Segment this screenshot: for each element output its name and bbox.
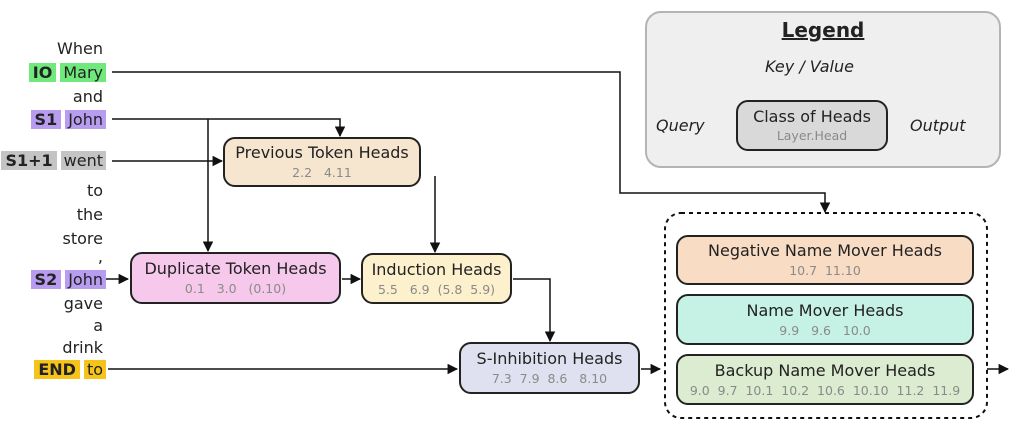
token-label-s1: S1 <box>30 110 62 129</box>
name-mover-group-box <box>664 212 988 419</box>
token-gave: gave <box>61 294 106 313</box>
token-label-s2: S2 <box>30 270 62 289</box>
token-text-to: to <box>83 360 106 379</box>
node-heads: 9.0 9.7 10.1 10.2 10.6 10.10 11.2 11.9 <box>689 382 961 398</box>
token-label-s1p1: S1+1 <box>1 151 57 170</box>
token-text: the <box>76 205 103 224</box>
node-heads: 7.3 7.9 8.6 8.10 <box>491 371 608 386</box>
node-s-inhibition-heads: S-Inhibition Heads 7.3 7.9 8.6 8.10 <box>459 342 640 394</box>
node-title: Previous Token Heads <box>235 143 409 162</box>
legend-node-title: Class of Heads <box>753 107 871 126</box>
token-label-io: IO <box>28 63 57 82</box>
node-negative-name-mover-heads: Negative Name Mover Heads 10.7 11.10 <box>676 235 974 285</box>
node-name-mover-heads: Name Mover Heads 9.9 9.6 10.0 <box>676 294 974 345</box>
token-when: When <box>54 39 106 58</box>
node-heads: 9.9 9.6 10.0 <box>779 322 871 338</box>
token-text-john: John <box>65 110 106 129</box>
legend-title: Legend <box>781 18 865 42</box>
token-text-went: went <box>60 151 106 170</box>
token-text: and <box>72 87 103 106</box>
legend-key-value: Key / Value <box>765 57 854 76</box>
token-drink: drink <box>59 338 106 357</box>
legend-node-class-of-heads: Class of Heads Layer.Head <box>736 100 888 151</box>
token-text: When <box>57 39 103 58</box>
token-and: and <box>70 87 106 106</box>
token-the: the <box>74 205 106 224</box>
edge-s1-to-previous-token <box>112 118 346 138</box>
node-heads: 10.7 11.10 <box>789 263 861 278</box>
token-text-john: John <box>65 270 106 289</box>
node-duplicate-token-heads: Duplicate Token Heads 0.1 3.0 (0.10) <box>130 252 341 304</box>
node-heads: 0.1 3.0 (0.10) <box>184 281 287 296</box>
token-text: drink <box>62 338 103 357</box>
node-title: Negative Name Mover Heads <box>708 241 942 260</box>
node-title: Name Mover Heads <box>746 300 904 320</box>
edge-induction-to-s-inhibition <box>513 278 556 343</box>
edge-io-to-name-movers <box>112 71 831 214</box>
token-text: , <box>97 247 103 266</box>
node-title: S-Inhibition Heads <box>476 349 623 368</box>
node-title: Induction Heads <box>371 259 502 279</box>
token-label-end: END <box>34 360 80 379</box>
node-heads: 2.2 4.11 <box>292 165 352 180</box>
token-text: store <box>62 229 103 248</box>
node-heads: 5.5 6.9 (5.8 5.9) <box>377 281 496 297</box>
node-title: Backup Name Mover Heads <box>714 360 936 380</box>
token-to: to <box>84 181 106 200</box>
legend-node-sub: Layer.Head <box>776 128 848 143</box>
token-comma: , <box>95 247 106 266</box>
node-induction-heads: Induction Heads 5.5 6.9 (5.8 5.9) <box>361 253 512 304</box>
token-text-mary: Mary <box>60 63 106 82</box>
legend-query: Query <box>656 116 705 135</box>
token-text: to <box>86 181 103 200</box>
node-backup-name-mover-heads: Backup Name Mover Heads 9.0 9.7 10.1 10.… <box>676 354 974 405</box>
node-previous-token-heads: Previous Token Heads 2.2 4.11 <box>223 137 421 187</box>
node-title: Duplicate Token Heads <box>144 259 327 278</box>
token-text: gave <box>63 294 103 313</box>
token-store: store <box>60 229 106 248</box>
token-text: a <box>93 316 103 335</box>
token-a: a <box>90 316 106 335</box>
legend-output: Output <box>910 116 966 135</box>
